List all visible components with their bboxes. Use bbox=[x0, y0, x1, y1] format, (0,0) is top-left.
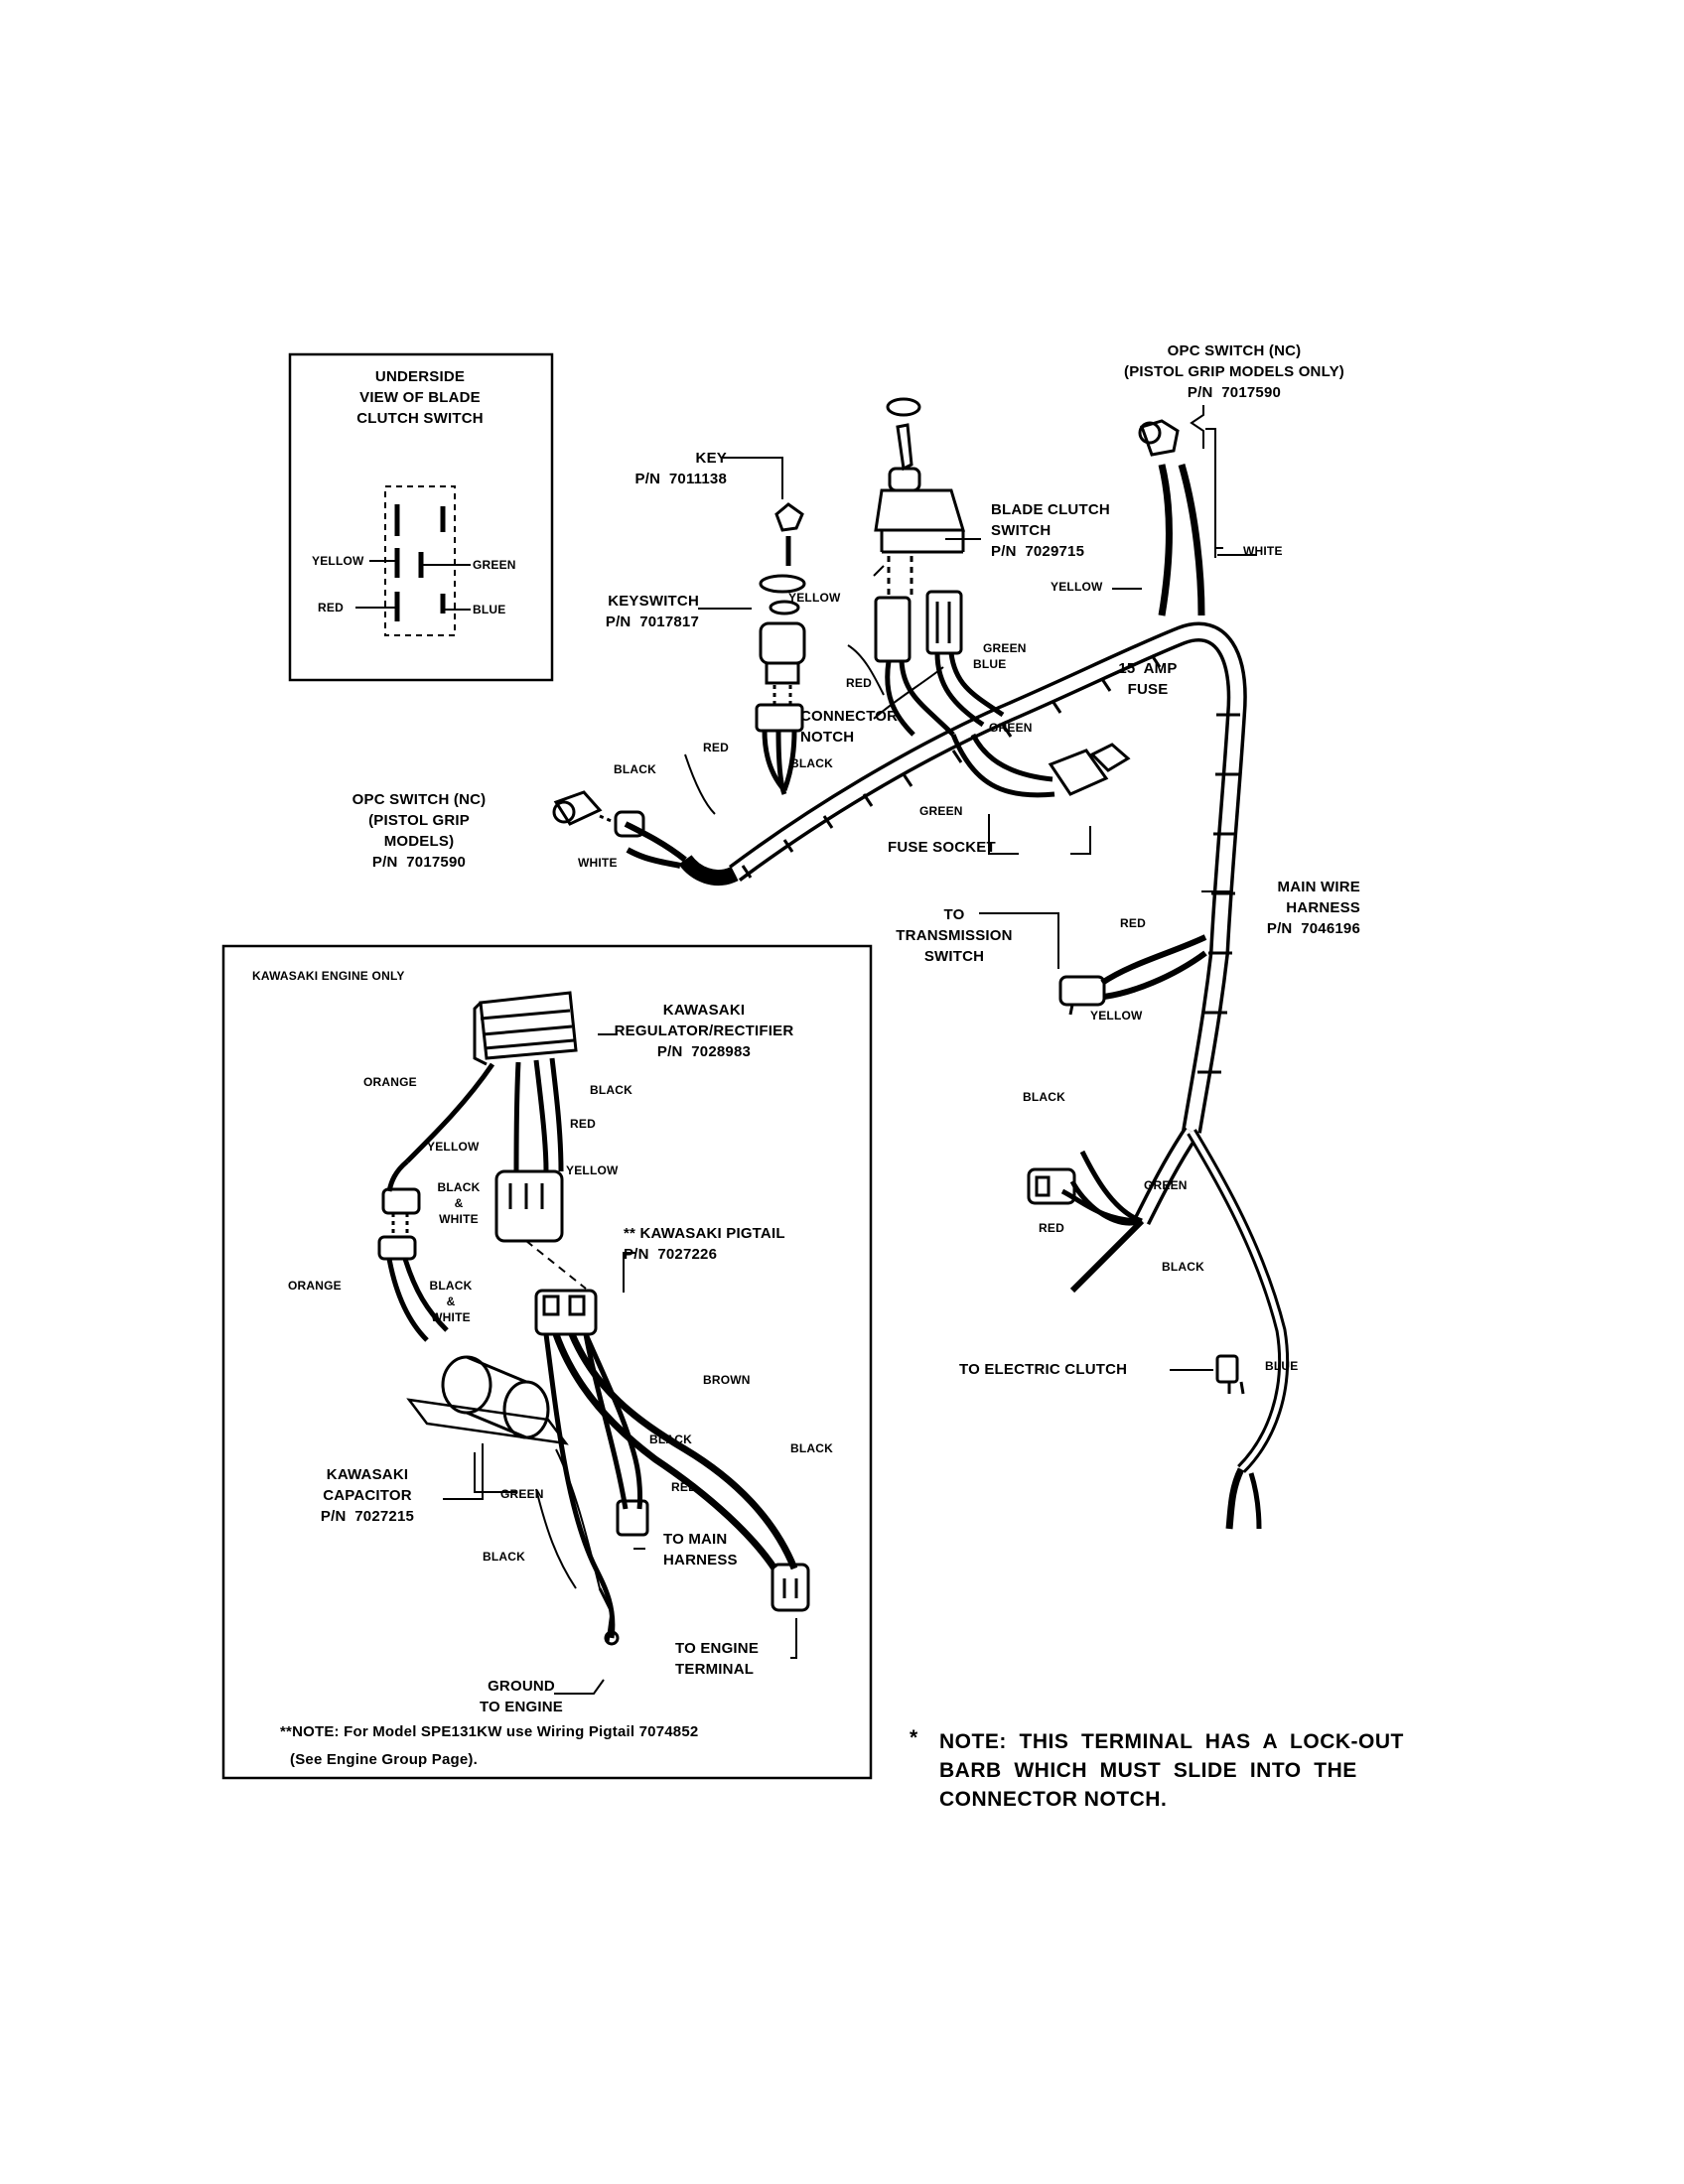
opc-switch-right-label: OPC SWITCH (NC) (PISTOL GRIP MODELS ONLY… bbox=[1124, 342, 1344, 401]
label-red-trans: RED bbox=[1120, 916, 1146, 930]
lockout-note: NOTE: THIS TERMINAL HAS A LOCK-OUT BARB … bbox=[939, 1730, 1404, 1811]
opc-left-wires bbox=[552, 790, 687, 869]
label-yellow-1: YELLOW bbox=[427, 1140, 480, 1154]
label-orange-2: ORANGE bbox=[288, 1279, 342, 1293]
split-connector bbox=[1027, 1150, 1143, 1226]
inset-label-blue: BLUE bbox=[473, 603, 506, 616]
note-star: * bbox=[910, 1726, 918, 1749]
kawasaki-box-title: KAWASAKI ENGINE ONLY bbox=[252, 969, 405, 983]
main-wire-harness-label: MAIN WIRE HARNESS P/N 7046196 bbox=[1266, 879, 1360, 937]
label-black-split: BLACK bbox=[1023, 1090, 1065, 1104]
label-green-fuse: GREEN bbox=[919, 804, 963, 818]
inset-label-yellow: YELLOW bbox=[312, 554, 364, 568]
label-white-left: WHITE bbox=[578, 856, 618, 870]
kawasaki-note-line-2: (See Engine Group Page). bbox=[290, 1751, 478, 1768]
transmission-branch bbox=[1058, 934, 1207, 1016]
label-yellow-2: YELLOW bbox=[566, 1163, 619, 1177]
main-wire-harness bbox=[678, 621, 1290, 1473]
regulator-rectifier-label: KAWASAKI REGULATOR/RECTIFIER P/N 7028983 bbox=[614, 1002, 794, 1060]
label-black-2: BLACK bbox=[649, 1433, 692, 1446]
label-blue-clutch: BLUE bbox=[1265, 1359, 1299, 1373]
connector-notch-label: CONNECTOR NOTCH bbox=[800, 708, 899, 746]
label-black-3: BLACK bbox=[790, 1441, 833, 1455]
label-black-left: BLACK bbox=[614, 762, 656, 776]
to-engine-terminal-label: TO ENGINE TERMINAL bbox=[675, 1640, 760, 1678]
keyswitch-label: KEYSWITCH P/N 7017817 bbox=[605, 593, 699, 630]
to-electric-clutch-label: TO ELECTRIC CLUTCH bbox=[959, 1361, 1128, 1378]
kawasaki-note-line-1: **NOTE: For Model SPE131KW use Wiring Pi… bbox=[280, 1723, 699, 1740]
ground-label: GROUND TO ENGINE bbox=[479, 1678, 564, 1715]
label-black-white-2: BLACK & WHITE bbox=[429, 1279, 473, 1324]
fuse-label: 15 AMP FUSE bbox=[1118, 660, 1178, 698]
label-green-split: GREEN bbox=[1144, 1178, 1188, 1192]
fuse-drawing bbox=[950, 733, 1131, 798]
label-red-1: RED bbox=[570, 1117, 596, 1131]
label-red-keyswitch: RED bbox=[703, 741, 729, 754]
label-black-1: BLACK bbox=[590, 1083, 632, 1097]
label-red-split: RED bbox=[1039, 1221, 1064, 1235]
inset-box bbox=[288, 352, 554, 682]
label-black-white-1: BLACK & WHITE bbox=[437, 1180, 481, 1226]
label-blue-1: BLUE bbox=[973, 657, 1007, 671]
blade-clutch-switch-drawing bbox=[874, 397, 1005, 737]
leader-lines-top bbox=[684, 405, 1257, 1371]
label-orange-1: ORANGE bbox=[363, 1075, 417, 1089]
label-green: GREEN bbox=[500, 1487, 544, 1501]
to-main-harness-label: TO MAIN HARNESS bbox=[663, 1531, 738, 1569]
opc-right-drawing bbox=[1138, 419, 1223, 616]
to-transmission-label: TO TRANSMISSION SWITCH bbox=[896, 906, 1013, 965]
opc-switch-left-label: OPC SWITCH (NC) (PISTOL GRIP MODELS) P/N… bbox=[351, 791, 487, 871]
blade-clutch-switch-label: BLADE CLUTCH SWITCH P/N 7029715 bbox=[991, 501, 1110, 560]
label-red-2: RED bbox=[671, 1480, 697, 1494]
label-black-4: BLACK bbox=[483, 1550, 525, 1564]
inset-label-red: RED bbox=[318, 601, 344, 614]
label-brown: BROWN bbox=[703, 1373, 751, 1387]
label-yellow-trans: YELLOW bbox=[1090, 1009, 1143, 1023]
inset-label-green: GREEN bbox=[473, 558, 516, 572]
label-white-right: WHITE bbox=[1243, 544, 1283, 558]
label-black-clutch: BLACK bbox=[1162, 1260, 1204, 1274]
inset-title: UNDERSIDE VIEW OF BLADE CLUTCH SWITCH bbox=[356, 368, 484, 427]
label-red-connector: RED bbox=[846, 676, 872, 690]
fuse-socket-label: FUSE SOCKET bbox=[888, 839, 996, 856]
label-green-1: GREEN bbox=[983, 641, 1027, 655]
kawasaki-box bbox=[221, 944, 873, 1780]
pigtail-label: ** KAWASAKI PIGTAIL P/N 7027226 bbox=[624, 1225, 785, 1263]
label-green-2: GREEN bbox=[989, 721, 1033, 735]
keyswitch-drawing bbox=[755, 502, 806, 795]
label-yellow-keyswitch: YELLOW bbox=[788, 591, 841, 605]
label-yellow-right: YELLOW bbox=[1051, 580, 1103, 594]
key-label: KEY P/N 7011138 bbox=[634, 450, 727, 487]
capacitor-label: KAWASAKI CAPACITOR P/N 7027215 bbox=[320, 1466, 415, 1525]
label-black-keyswitch: BLACK bbox=[790, 756, 833, 770]
electric-clutch-connector bbox=[1215, 1354, 1262, 1530]
